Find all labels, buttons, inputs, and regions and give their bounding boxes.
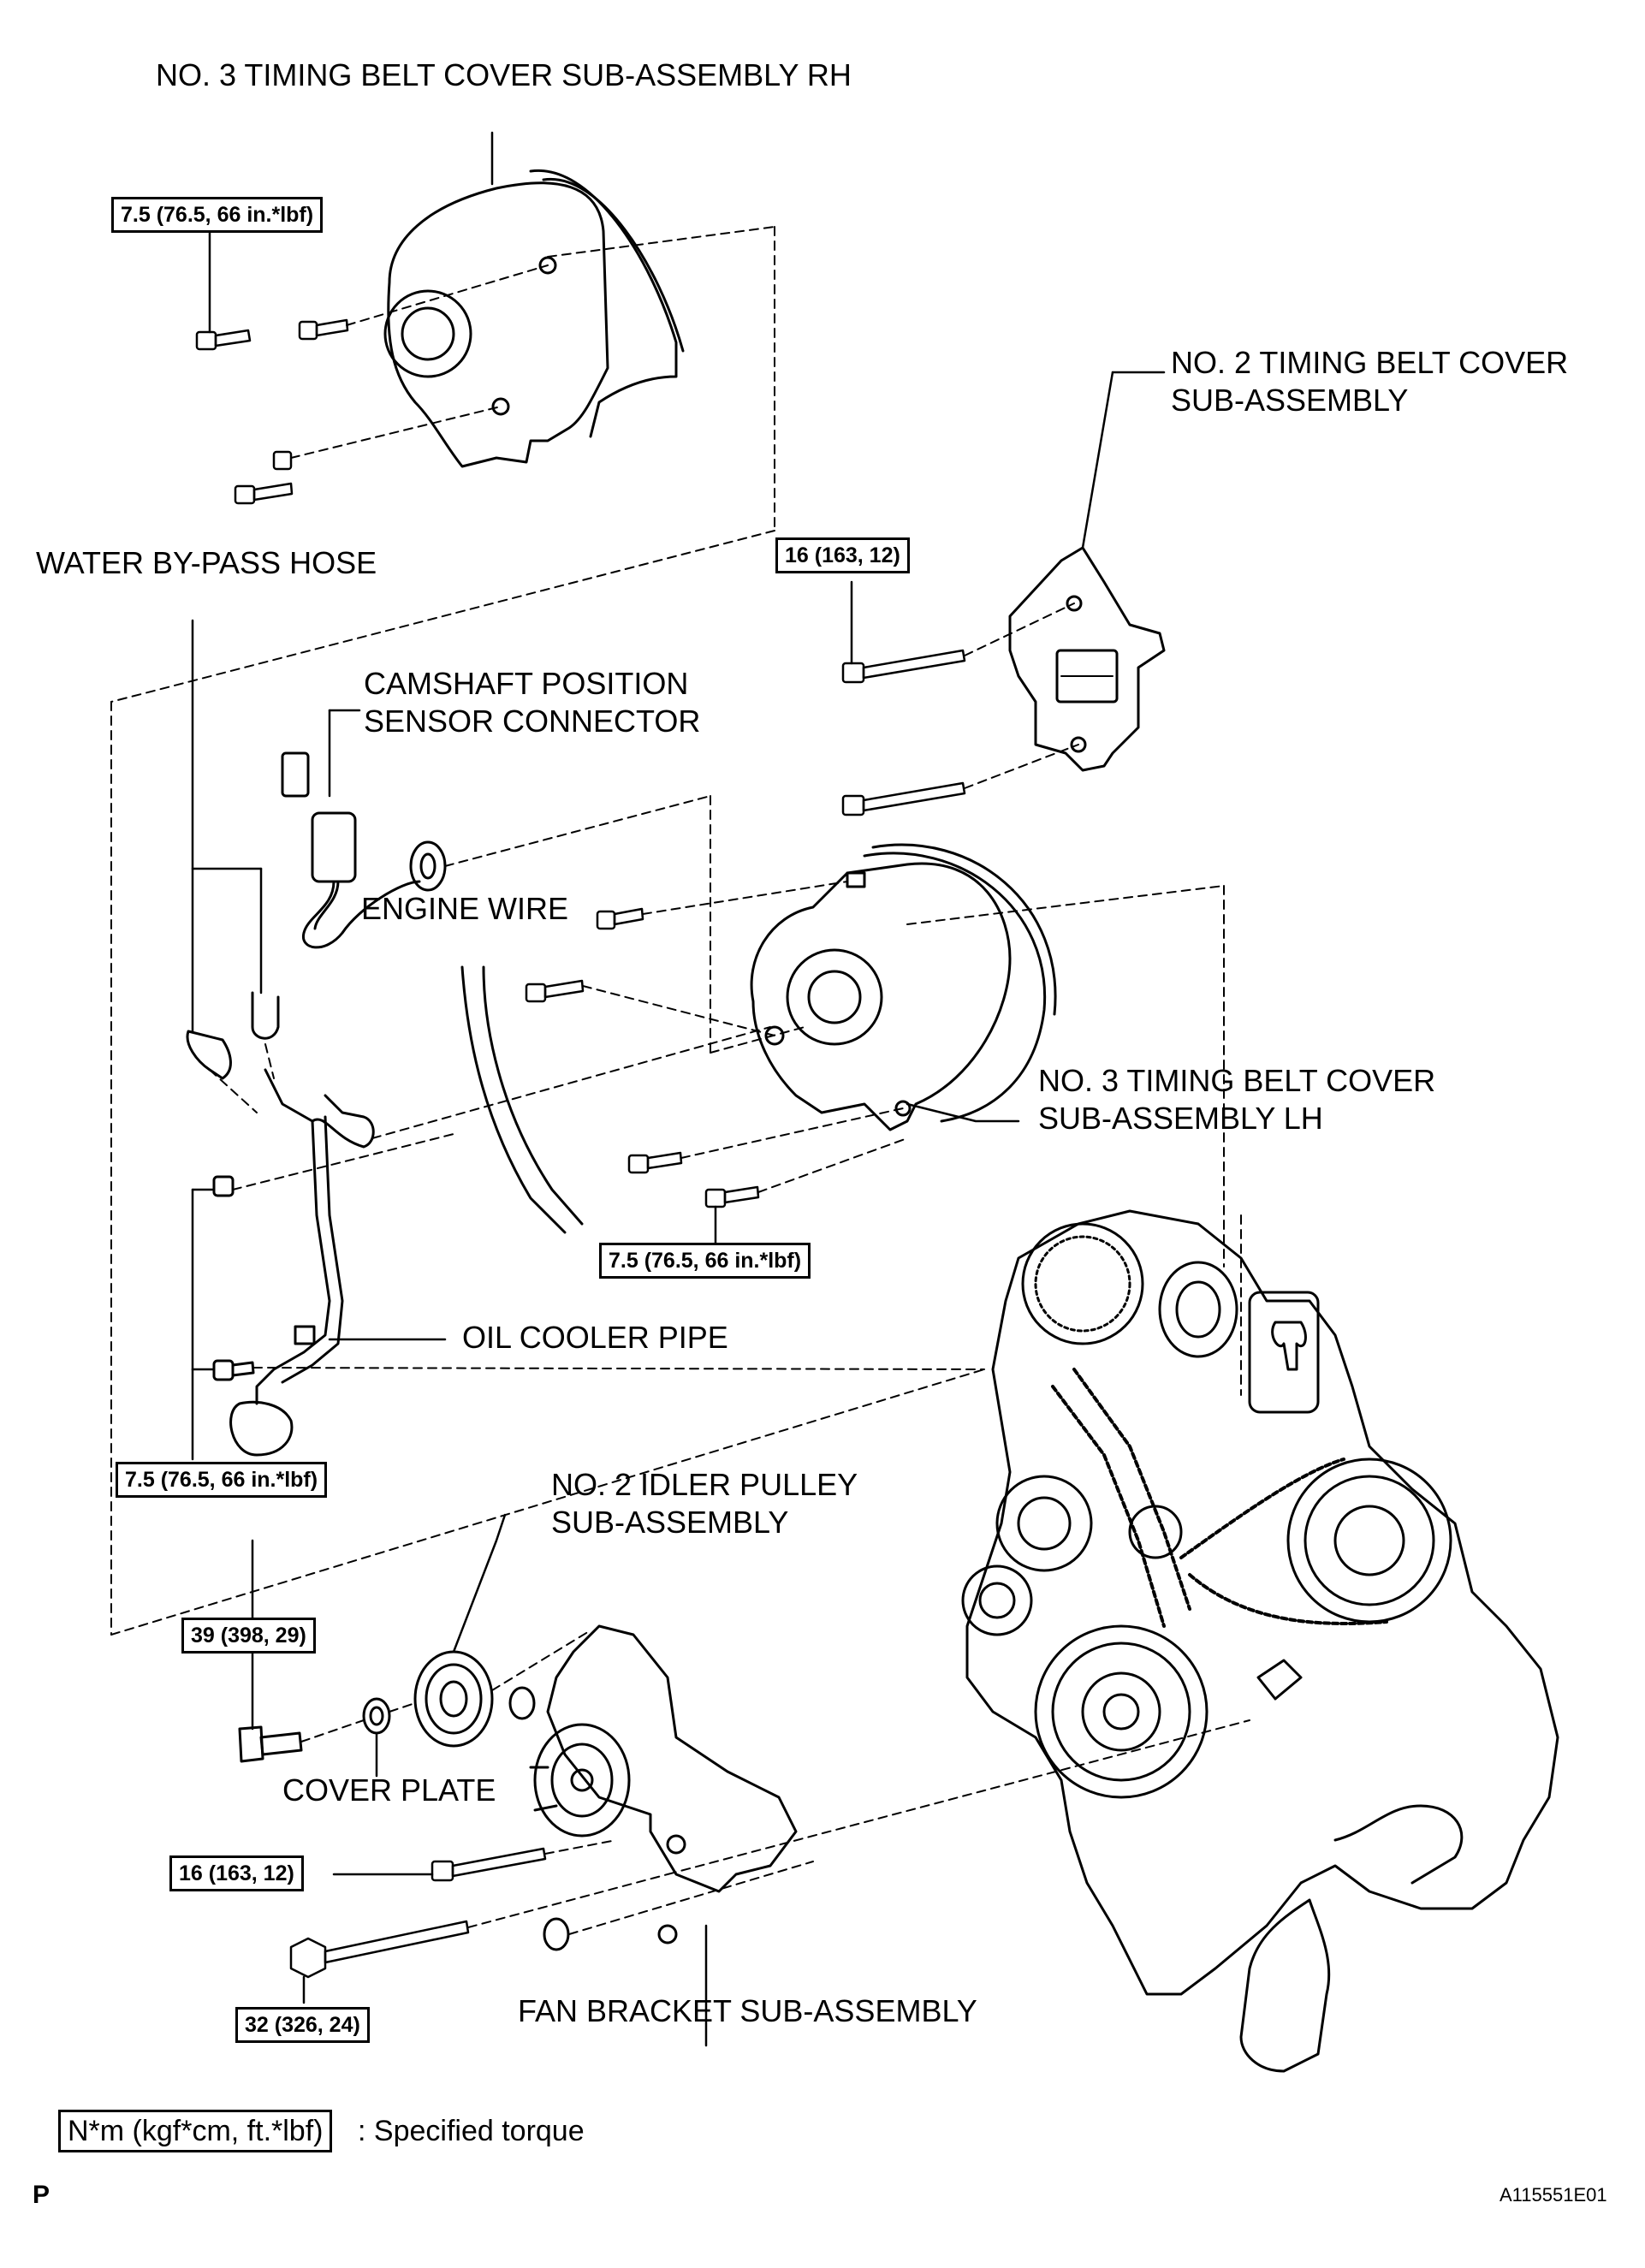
- rh-bolts: [195, 229, 349, 505]
- torque-idler: 39 (398, 29): [181, 1618, 316, 1654]
- torque-no2-cover: 16 (163, 12): [775, 537, 910, 573]
- torque-fan-bracket: 16 (163, 12): [169, 1855, 304, 1891]
- no2-bolts: [841, 580, 966, 816]
- cover-lh-label-line1: NO. 3 TIMING BELT COVER: [1038, 1063, 1436, 1098]
- engine-wire-label: ENGINE WIRE: [361, 891, 569, 926]
- cover-rh-part: [383, 131, 685, 468]
- engine-block-part: [961, 1209, 1559, 2073]
- cover-no2-part: [1008, 371, 1166, 772]
- idler-label-line1: NO. 2 IDLER PULLEY: [551, 1467, 858, 1502]
- section-letter: P: [33, 2181, 50, 2209]
- torque-oil-pipe: 7.5 (76.5, 66 in.*lbf): [116, 1462, 328, 1498]
- oil-cooler-label: OIL COOLER PIPE: [462, 1320, 728, 1355]
- cam-sensor-label-line1: CAMSHAFT POSITION: [364, 666, 689, 701]
- cover-lh-label-line2: SUB-ASSEMBLY LH: [1038, 1101, 1323, 1136]
- legend-text: : Specified torque: [358, 2115, 585, 2147]
- engine-wire-part: [281, 709, 584, 1234]
- cover-no2-label-line1: NO. 2 TIMING BELT COVER: [1171, 345, 1569, 380]
- figure-id: A115551E01: [1500, 2184, 1607, 2206]
- cover-no2-label-line2: SUB-ASSEMBLY: [1171, 383, 1409, 418]
- legend-unit-box: N*m (kgf*cm, ft.*lbf): [58, 2110, 333, 2152]
- cover-plate-label: COVER PLATE: [282, 1772, 496, 1808]
- idler-label-line2: SUB-ASSEMBLY: [551, 1505, 789, 1540]
- torque-rh-cover: 7.5 (76.5, 66 in.*lbf): [111, 197, 324, 233]
- torque-lh-cover: 7.5 (76.5, 66 in.*lbf): [599, 1243, 811, 1279]
- cover-rh-label: NO. 3 TIMING BELT COVER SUB-ASSEMBLY RH: [156, 57, 852, 92]
- oil-cooler-pipe-part: [186, 619, 447, 1461]
- torque-long-bolt: 32 (326, 24): [235, 2007, 370, 2043]
- fan-bracket-label: FAN BRACKET SUB-ASSEMBLY: [518, 1993, 977, 2028]
- lh-bolts: [525, 907, 760, 1247]
- water-hose-label: WATER BY-PASS HOSE: [36, 545, 377, 580]
- fan-bracket-part: [508, 1624, 798, 2047]
- cam-sensor-label-line2: SENSOR CONNECTOR: [364, 704, 701, 739]
- cover-lh-part: [750, 843, 1057, 1131]
- bracket-bolts: [289, 1847, 547, 2004]
